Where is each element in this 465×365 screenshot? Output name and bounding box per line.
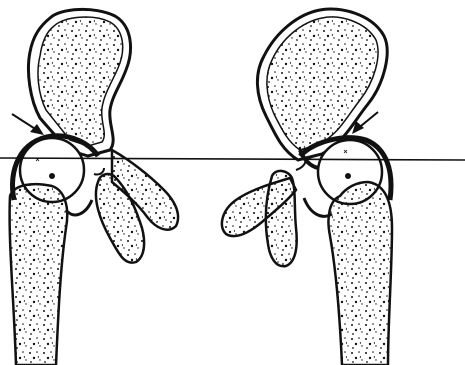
left-hip bbox=[10, 9, 178, 365]
left-pubic-fragments bbox=[94, 150, 178, 263]
left-ilium bbox=[28, 9, 130, 156]
right-femur bbox=[304, 182, 392, 365]
right-hip bbox=[222, 9, 392, 365]
left-femur bbox=[10, 184, 92, 365]
right-pubic-fragments bbox=[222, 158, 306, 266]
right-ilium bbox=[257, 9, 387, 160]
